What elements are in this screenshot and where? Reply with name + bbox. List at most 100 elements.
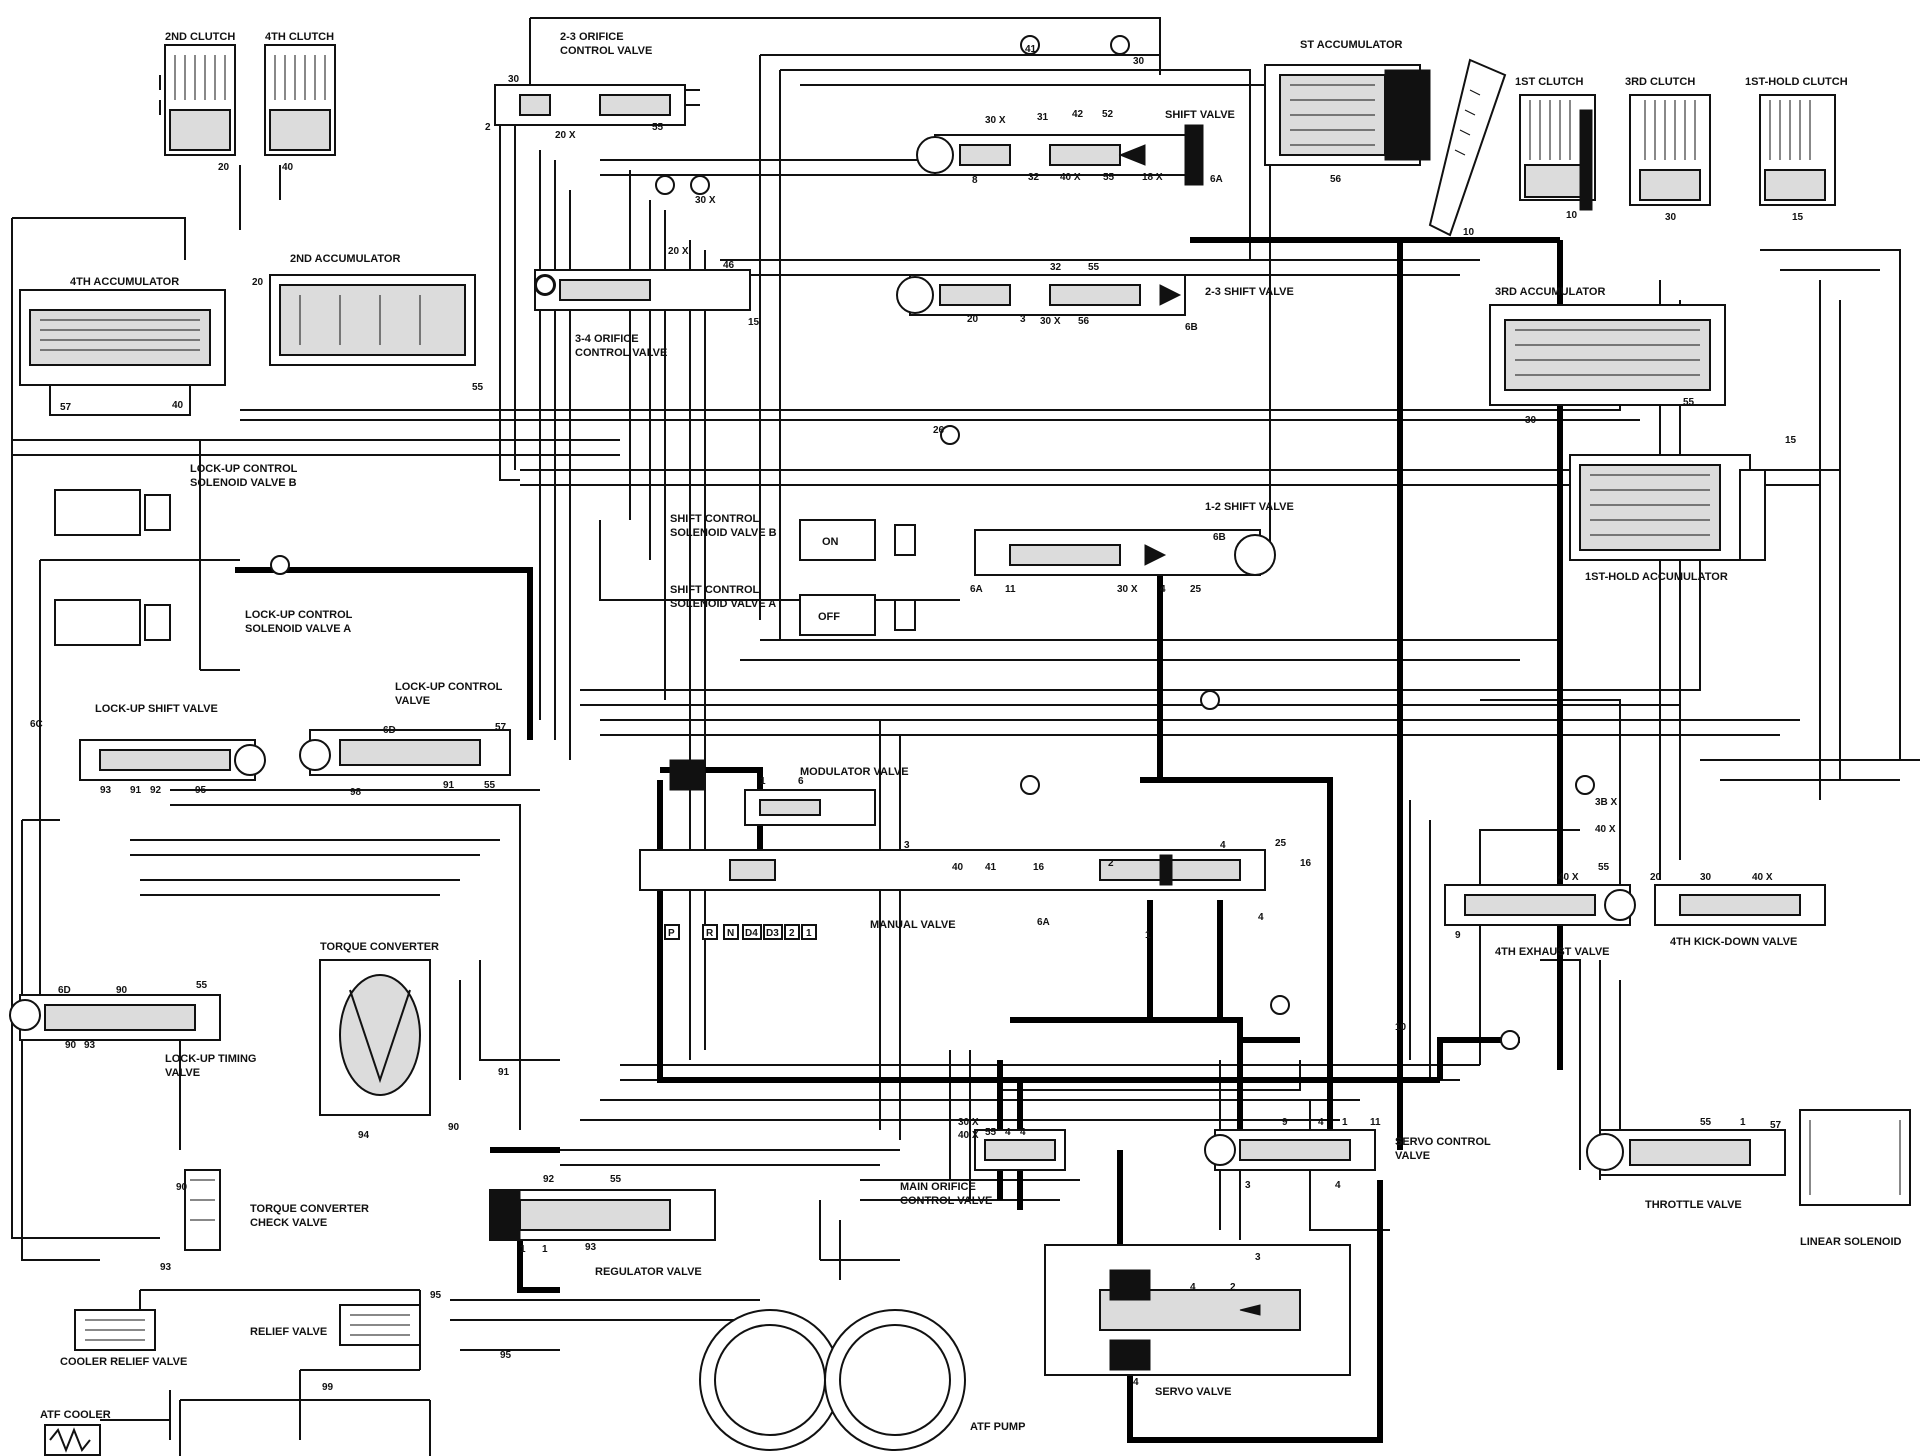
port-number: 56 — [1330, 174, 1342, 185]
servo-valve — [1044, 1244, 1351, 1376]
port-number: 4 — [1005, 1127, 1011, 1138]
label-shift-sol-a-2: SOLENOID VALVE A — [670, 598, 776, 610]
port-number: 6B — [1185, 322, 1198, 333]
accumulator-2nd — [269, 274, 476, 366]
label-lockup-sol-b: LOCK-UP CONTROL — [190, 463, 298, 475]
port-number: 30 X — [1040, 316, 1061, 327]
modulator-valve — [669, 759, 876, 826]
label-1-2-shift-valve: 1-2 SHIFT VALVE — [1205, 501, 1294, 513]
label-tc-check-valve: TORQUE CONVERTER — [250, 1203, 369, 1215]
label-shift-sol-b: SHIFT CONTROL — [670, 513, 759, 525]
exhaust-valve-4th — [1444, 884, 1636, 926]
port-number: 3 — [904, 840, 910, 851]
clutch-1st — [1519, 94, 1596, 211]
port-number: 2 — [1108, 858, 1114, 869]
label-torque-converter: TORQUE CONVERTER — [320, 941, 439, 953]
label-cooler-relief-valve: COOLER RELIEF VALVE — [60, 1356, 187, 1368]
clutch-2nd — [159, 44, 236, 156]
gear-d3: D3 — [766, 928, 779, 939]
gear-r: R — [706, 928, 714, 939]
port-number: 91 — [443, 780, 455, 791]
port-number: 40 X — [958, 1130, 979, 1141]
accumulator-1st-hold — [1569, 454, 1766, 561]
port-number: 30 — [1665, 212, 1677, 223]
label-manual-valve: MANUAL VALVE — [870, 919, 956, 931]
label-off: OFF — [818, 611, 840, 623]
port-number: 6D — [383, 725, 396, 736]
accumulator-4th — [19, 289, 226, 416]
port-number: 20 — [252, 277, 264, 288]
regulator-valve — [489, 1189, 716, 1241]
port-number: 41 — [985, 862, 997, 873]
label-shift-valve: SHIFT VALVE — [1165, 109, 1235, 121]
port-number: 55 — [610, 1174, 622, 1185]
label-atf-pump: ATF PUMP — [970, 1421, 1025, 1433]
servo-control-valve — [1204, 1129, 1376, 1171]
port-number: 40 X — [1595, 824, 1616, 835]
label-1st-hold-clutch: 1ST-HOLD CLUTCH — [1745, 76, 1848, 88]
port-number: 52 — [1102, 109, 1114, 120]
atf-cooler — [44, 1424, 101, 1456]
label-4th-accumulator: 4TH ACCUMULATOR — [70, 276, 179, 288]
port-number: 40 — [952, 862, 964, 873]
port-number: 93 — [585, 1242, 597, 1253]
label-st-accumulator: ST ACCUMULATOR — [1300, 39, 1403, 51]
port-number: 30 — [508, 74, 520, 85]
port-number: 30 X — [695, 195, 716, 206]
port-number: 4 — [1258, 912, 1264, 923]
clutch-3rd — [1629, 94, 1711, 206]
label-3-4-orifice: 3-4 ORIFICE — [575, 333, 639, 345]
gear-d4: D4 — [745, 928, 758, 939]
port-number: 15 — [748, 317, 760, 328]
port-number: 93 — [84, 1040, 96, 1051]
label-2-3-orifice: 2-3 ORIFICE — [560, 31, 624, 43]
port-number: 55 — [1103, 172, 1115, 183]
port-number: 55 — [652, 122, 664, 133]
port-number: 55 — [484, 780, 496, 791]
label-regulator-valve: REGULATOR VALVE — [595, 1266, 702, 1278]
label-relief-valve: RELIEF VALVE — [250, 1326, 327, 1338]
port-number: 6B — [1213, 532, 1226, 543]
port-number: 55 — [196, 980, 208, 991]
port-number: 20 X — [668, 246, 689, 257]
gear-position-indicators: P R N D4 D3 2 1 — [664, 924, 817, 940]
port-number: 57 — [60, 402, 72, 413]
port-number: 40 X — [1558, 872, 1579, 883]
port-number: 42 — [1072, 109, 1084, 120]
port-number: 32 — [1050, 262, 1062, 273]
label-shift-sol-a: SHIFT CONTROL — [670, 584, 759, 596]
label-2nd-accumulator: 2ND ACCUMULATOR — [290, 253, 400, 265]
port-number: 3 — [1255, 1252, 1261, 1263]
solenoid-lockup-a — [54, 599, 171, 646]
port-number: 93 — [160, 1262, 172, 1273]
component-labels: 2ND CLUTCH 4TH CLUTCH 2-3 ORIFICE CONTRO… — [40, 31, 1902, 1433]
label-servo-valve: SERVO VALVE — [1155, 1386, 1231, 1398]
label-lockup-sol-a-2: SOLENOID VALVE A — [245, 623, 351, 635]
accumulator-st — [1264, 64, 1431, 166]
port-number: 95 — [195, 785, 207, 796]
label-servo-control: SERVO CONTROL — [1395, 1136, 1491, 1148]
port-number: 26 — [933, 425, 945, 436]
label-4th-exhaust-valve: 4TH EXHAUST VALVE — [1495, 946, 1610, 958]
label-lockup-control-2: VALVE — [395, 695, 430, 707]
port-number: 10 — [1566, 210, 1578, 221]
port-number: 25 — [1275, 838, 1287, 849]
label-tc-check-valve-2: CHECK VALVE — [250, 1217, 327, 1229]
orifice-valve-2-3 — [494, 84, 686, 126]
port-number: 92 — [150, 785, 162, 796]
port-number: 4 — [1020, 1127, 1026, 1138]
port-number: 40 — [282, 162, 294, 173]
port-number: 4 — [1220, 840, 1226, 851]
port-number: 1 — [542, 1244, 548, 1255]
label-3-4-orifice-2: CONTROL VALVE — [575, 347, 667, 359]
port-number: 92 — [543, 1174, 555, 1185]
port-number: 15 — [1785, 435, 1797, 446]
port-number: 57 — [1770, 1120, 1782, 1131]
label-2-3-orifice-2: CONTROL VALVE — [560, 45, 652, 57]
check-balls — [270, 35, 1595, 1050]
label-3rd-clutch: 3RD CLUTCH — [1625, 76, 1695, 88]
port-number: 55 — [1683, 397, 1695, 408]
label-lockup-sol-a: LOCK-UP CONTROL — [245, 609, 353, 621]
cooler-relief-valve — [74, 1309, 156, 1351]
port-number: 55 — [1700, 1117, 1712, 1128]
